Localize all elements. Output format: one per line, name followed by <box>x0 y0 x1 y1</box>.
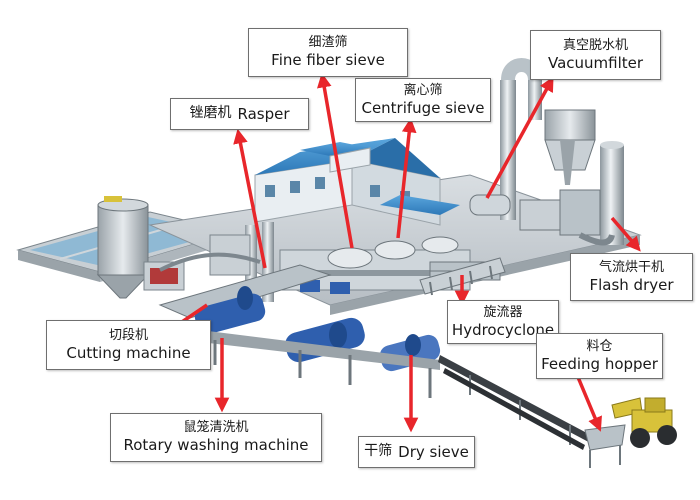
label-zh: 气流烘干机 <box>598 259 664 275</box>
factory-building <box>254 138 460 226</box>
label-cutting-machine: 切段机 Cutting machine <box>46 320 211 370</box>
arrow-fine-fiber-sieve <box>317 72 354 249</box>
label-zh: 细渣筛 <box>308 35 348 50</box>
wheel-loader <box>611 397 677 448</box>
label-en: Feeding hopper <box>541 354 658 373</box>
label-zh: 真空脱水机 <box>562 37 628 53</box>
label-feeding-hopper: 料仓 Feeding hopper <box>536 333 663 379</box>
label-en: Rasper <box>237 104 290 123</box>
arrow-rasper <box>233 128 267 269</box>
label-rasper: 锉磨机 Rasper <box>170 98 309 130</box>
label-en: Vacuumfilter <box>547 53 644 72</box>
label-en: Dry sieve <box>398 442 469 461</box>
label-fine-fiber-sieve: 细渣筛 Fine fiber sieve <box>248 28 408 77</box>
label-zh: 干筛 <box>364 443 393 460</box>
label-en: Hydrocyclone <box>451 320 555 339</box>
washing-line <box>158 264 441 398</box>
label-zh: 锉磨机 <box>189 105 232 122</box>
feeding-hopper-equipment <box>584 424 626 468</box>
label-flash-dryer: 气流烘干机 Flash dryer <box>570 253 693 301</box>
label-en: Flash dryer <box>589 275 674 294</box>
label-zh: 切段机 <box>108 327 148 343</box>
label-zh: 离心筛 <box>403 82 443 98</box>
label-rotary-washing-machine: 鼠笼清洗机 Rotary washing machine <box>110 413 322 462</box>
pointer-arrows <box>163 72 641 433</box>
label-en: Rotary washing machine <box>123 436 309 455</box>
arrow-feeding-hopper <box>573 369 602 432</box>
label-vacuum-filter: 真空脱水机 Vacuumfilter <box>530 30 661 80</box>
label-en: Cutting machine <box>66 343 191 362</box>
conveyor-belts <box>438 355 600 450</box>
label-zh: 鼠笼清洗机 <box>183 420 249 435</box>
arrow-vacuum-filter <box>485 76 554 199</box>
label-zh: 旋流器 <box>483 304 523 320</box>
arrow-centrifuge-sieve <box>396 117 417 239</box>
arrow-flash-dryer <box>610 216 641 252</box>
label-en: Centrifuge sieve <box>361 98 485 117</box>
label-zh: 料仓 <box>586 338 613 354</box>
label-dry-sieve: 干筛 Dry sieve <box>358 436 475 468</box>
label-centrifuge-sieve: 离心筛 Centrifuge sieve <box>355 78 491 122</box>
label-en: Fine fiber sieve <box>271 51 385 70</box>
